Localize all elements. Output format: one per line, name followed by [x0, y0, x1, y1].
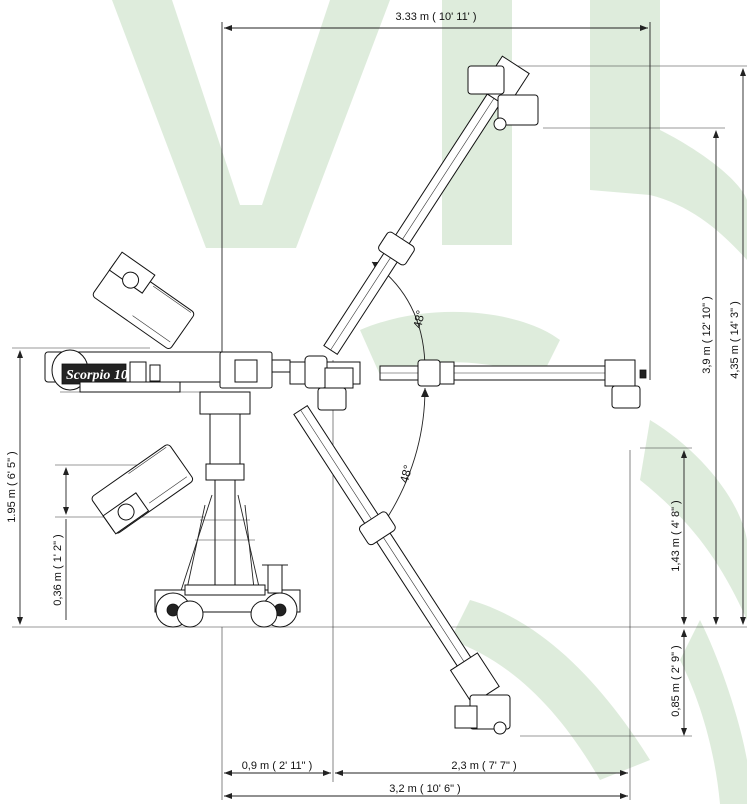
angle-upper-label: 48°	[410, 309, 428, 330]
dim-height-lens-label: 1,43 m ( 4' 8" )	[670, 500, 682, 571]
dim-right-heights: 4,35 m ( 14' 3" ) 3,9 m ( 12' 10" ) 1,43…	[300, 65, 747, 737]
dim-bottom-right-label: 2,3 m ( 7' 7" )	[451, 760, 516, 772]
dim-height-max-label: 4,35 m ( 14' 3" )	[729, 301, 741, 379]
dim-top-width-label: 3.33 m ( 10' 11' )	[395, 11, 476, 23]
crane-base: Scorpio 10'	[44, 349, 361, 628]
counterweight-upper	[92, 251, 195, 349]
dim-height-base-label: 1.95 m ( 6' 5" )	[6, 451, 18, 522]
dim-bottom-left-label: 0,9 m ( 2' 11" )	[242, 760, 313, 772]
camera-head-upper	[467, 65, 539, 131]
counterweight-lower	[91, 444, 194, 535]
dim-depth-below-label: 0,85 m ( 2' 9" )	[670, 645, 682, 716]
dim-bottom-total-label: 3,2 m ( 10' 6" )	[389, 783, 460, 795]
dim-bottom: 0,9 m ( 2' 11" ) 2,3 m ( 7' 7" ) 3,2 m (…	[221, 360, 631, 800]
arm-lower	[293, 404, 500, 705]
angle-lower-label: 48°	[397, 463, 415, 484]
logo-text: Scorpio 10'	[66, 368, 132, 383]
dim-height-upper-label: 3,9 m ( 12' 10" )	[701, 296, 713, 374]
angle-arcs: 48° 48°	[371, 261, 429, 541]
camera-head-lower	[454, 694, 511, 735]
dim-left-heights: 1.95 m ( 6' 5" ) 0,36 m ( 1' 2" )	[6, 347, 300, 628]
dim-height-low-label: 0,36 m ( 1' 2" )	[52, 534, 64, 605]
dim-top-width: 3.33 m ( 10' 11' )	[221, 11, 651, 380]
arm-horizontal	[379, 359, 647, 409]
